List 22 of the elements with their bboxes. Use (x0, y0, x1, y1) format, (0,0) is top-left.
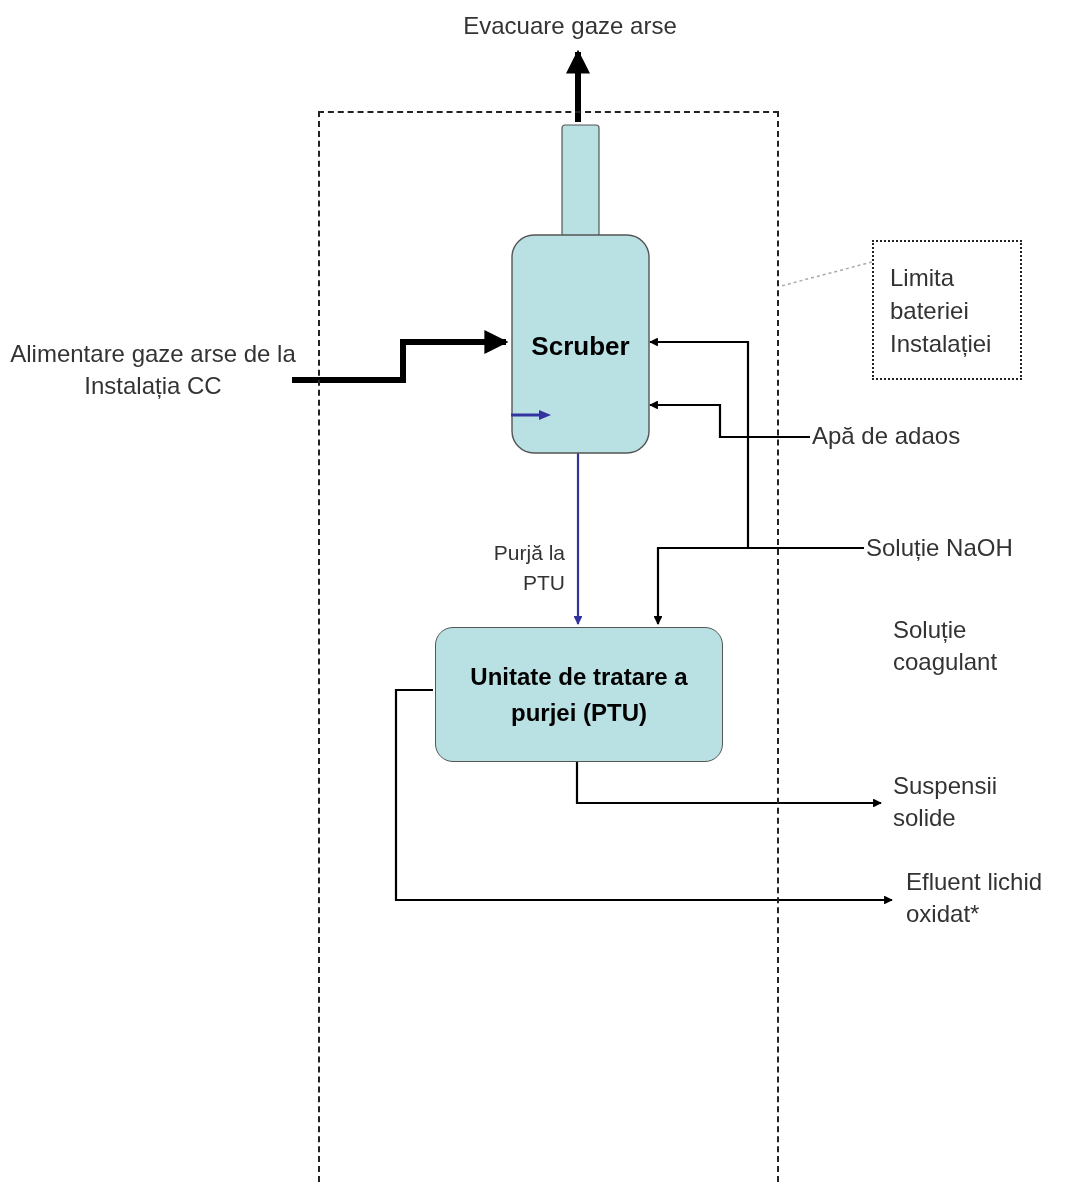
edge-label: Purjă la PTU (492, 540, 565, 596)
arrow (649, 400, 810, 439)
arrow (573, 452, 583, 625)
node-text: Efluent lichid oxidat* (906, 867, 1044, 929)
arrow (292, 330, 509, 383)
boundary-note-box (872, 240, 1022, 380)
node-text: Soluție NaOH (866, 533, 1014, 563)
arrow (575, 760, 882, 808)
node-text: Evacuare gaze arse (462, 11, 678, 41)
arrow (566, 49, 590, 122)
node-text: Scruber (530, 330, 631, 363)
node-text: Unitate de tratare a purjei (PTU) (469, 661, 689, 728)
stream-label: Soluție coagulant (893, 615, 999, 677)
node-text: Limita bateriei Instalației (890, 262, 993, 359)
node-text: Apă de adaos (812, 421, 962, 451)
leader-line (780, 261, 873, 287)
treatment-unit-box (435, 627, 723, 762)
arrow (653, 546, 864, 625)
node-text: Alimentare gaze arse de la Instalația CC (9, 339, 297, 401)
node-text: Suspensii solide (893, 771, 999, 833)
arrow (394, 688, 893, 905)
battery-limit-boundary (318, 111, 779, 1182)
